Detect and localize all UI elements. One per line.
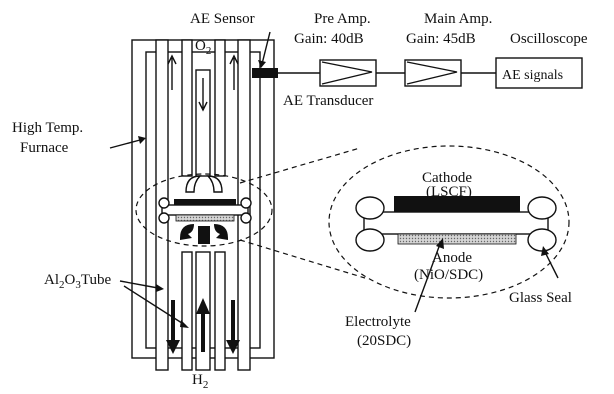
pointer-arrows xyxy=(109,31,559,328)
zoom-ellipse-small xyxy=(135,173,273,247)
cathode-layer xyxy=(394,196,520,212)
pre-amp-gain-label: Gain: 40dB xyxy=(294,31,364,47)
o2-flow-arrows xyxy=(167,54,239,112)
cell-small xyxy=(158,175,252,244)
cathode-label: Cathode xyxy=(422,170,472,186)
h2-flow-arrows xyxy=(166,298,240,354)
glass-seal-bottom-right xyxy=(527,228,557,252)
glass-seal-top-left xyxy=(355,196,385,220)
inner-tubes-top xyxy=(181,39,226,177)
h2-label: H2 xyxy=(192,372,208,391)
zoom-ellipse-large xyxy=(328,145,570,299)
furnace-label-line2: Furnace xyxy=(20,140,69,156)
furnace-label-line1: High Temp. xyxy=(12,120,83,136)
al2o3-tube-label: Al2O3Tube xyxy=(44,272,111,291)
electrolyte-material-label: (20SDC) xyxy=(357,333,411,349)
cell-zoomed xyxy=(355,196,557,252)
anode-layer xyxy=(397,233,517,245)
ae-sensor-label: AE Sensor xyxy=(190,11,255,27)
oscilloscope-label: Oscilloscope xyxy=(510,31,588,47)
glass-seal-top-right xyxy=(527,196,557,220)
ae-signals-label: AE signals xyxy=(502,68,563,83)
anode-label: Anode xyxy=(432,250,472,266)
zoom-line-top xyxy=(239,147,361,184)
main-amp-label: Main Amp. xyxy=(424,11,492,27)
glass-seal-bottom-left xyxy=(355,228,385,252)
signal-chain xyxy=(252,57,583,89)
inner-tubes-bottom xyxy=(181,251,226,371)
zoom-line-bottom xyxy=(239,239,366,279)
anode-material-label: (NiO/SDC) xyxy=(414,267,483,283)
o2-label: O2 xyxy=(195,38,211,57)
pre-amp-label: Pre Amp. xyxy=(314,11,371,27)
main-amp-gain-label: Gain: 45dB xyxy=(406,31,476,47)
ae-sensor-block xyxy=(252,68,278,78)
oscilloscope-box xyxy=(495,57,583,89)
cathode-material-label: (LSCF) xyxy=(426,184,472,200)
electrolyte-label: Electrolyte xyxy=(345,314,411,330)
electrolyte-layer xyxy=(363,211,549,235)
glass-seal-label: Glass Seal xyxy=(509,290,572,306)
ae-transducer-label: AE Transducer xyxy=(283,93,373,109)
